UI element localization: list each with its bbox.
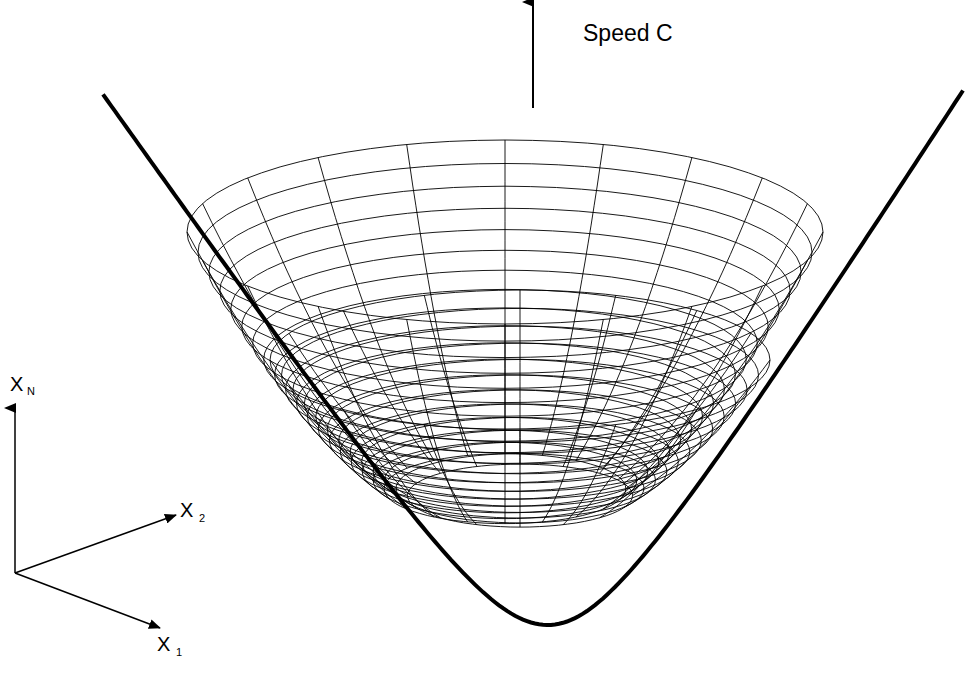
- wire-stroke: [600, 410, 697, 518]
- wire-stroke: [424, 295, 477, 466]
- axis-letter: X: [157, 634, 170, 654]
- speed-label: Speed C: [583, 22, 673, 45]
- wire-stroke: [343, 311, 440, 474]
- wire-stroke: [270, 360, 408, 496]
- axis-xn: [14, 408, 16, 573]
- wire-stroke: [600, 311, 697, 474]
- axis-x2: [15, 515, 176, 573]
- wire-stroke: [603, 286, 763, 509]
- wire-stroke: [289, 387, 416, 508]
- axis-subscript: N: [27, 386, 35, 397]
- wire-stroke: [407, 145, 468, 456]
- wire-stroke: [620, 204, 808, 478]
- wire-stroke: [633, 360, 771, 496]
- wire-stroke: [624, 333, 751, 483]
- axis-subscript: 1: [176, 647, 182, 658]
- axis-x1: [15, 573, 160, 628]
- wire-stroke: [343, 410, 440, 518]
- wire-stroke: [289, 333, 416, 483]
- profile-curve: [103, 91, 963, 626]
- wire-stroke: [203, 204, 391, 478]
- wire-stroke: [624, 387, 751, 508]
- wire-stroke: [424, 425, 477, 525]
- axis-letter: X: [10, 374, 23, 394]
- wire-stroke: [248, 178, 408, 468]
- speed-arrow: [532, 2, 534, 108]
- wire-stroke: [505, 140, 506, 454]
- wire-stroke: [520, 290, 521, 464]
- wire-stroke: [542, 320, 603, 522]
- axis-subscript: 2: [199, 513, 205, 524]
- axis-letter: X: [180, 500, 193, 520]
- wireframe-surface: [187, 140, 823, 527]
- wire-stroke: [563, 425, 616, 525]
- wire-stroke: [563, 295, 616, 466]
